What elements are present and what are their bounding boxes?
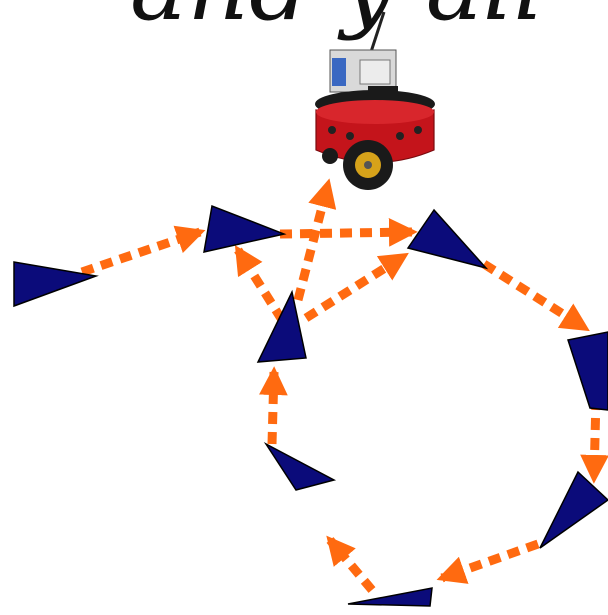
pose-node-n6 bbox=[266, 444, 334, 490]
edge-n0-n1 bbox=[82, 232, 200, 272]
pose-graph-edges bbox=[82, 184, 596, 590]
edge-n1-n2 bbox=[280, 232, 412, 234]
edge-n8-n2 bbox=[306, 256, 404, 318]
robot-body-top bbox=[316, 100, 434, 124]
edge-n8-n1 bbox=[238, 250, 282, 320]
edge-n6-n7 bbox=[272, 372, 274, 444]
pose-node-n5 bbox=[348, 588, 432, 606]
pose-node-n7 bbox=[258, 292, 306, 362]
pose-node-n3 bbox=[568, 332, 608, 410]
pose-node-n4 bbox=[540, 472, 608, 548]
robot-circuit-board bbox=[332, 58, 346, 86]
edge-n3-n4 bbox=[594, 398, 596, 478]
robot-icon bbox=[315, 12, 435, 190]
edge-n4-n5 bbox=[442, 544, 538, 578]
edge-n2-n3 bbox=[484, 264, 585, 328]
robot-sensor bbox=[360, 60, 390, 84]
edge-n5-n6 bbox=[330, 540, 372, 590]
edge-n8-robot bbox=[298, 184, 328, 300]
antenna-icon bbox=[370, 12, 384, 55]
pose-node-n1 bbox=[204, 206, 284, 252]
pose-node-n2 bbox=[408, 210, 486, 268]
